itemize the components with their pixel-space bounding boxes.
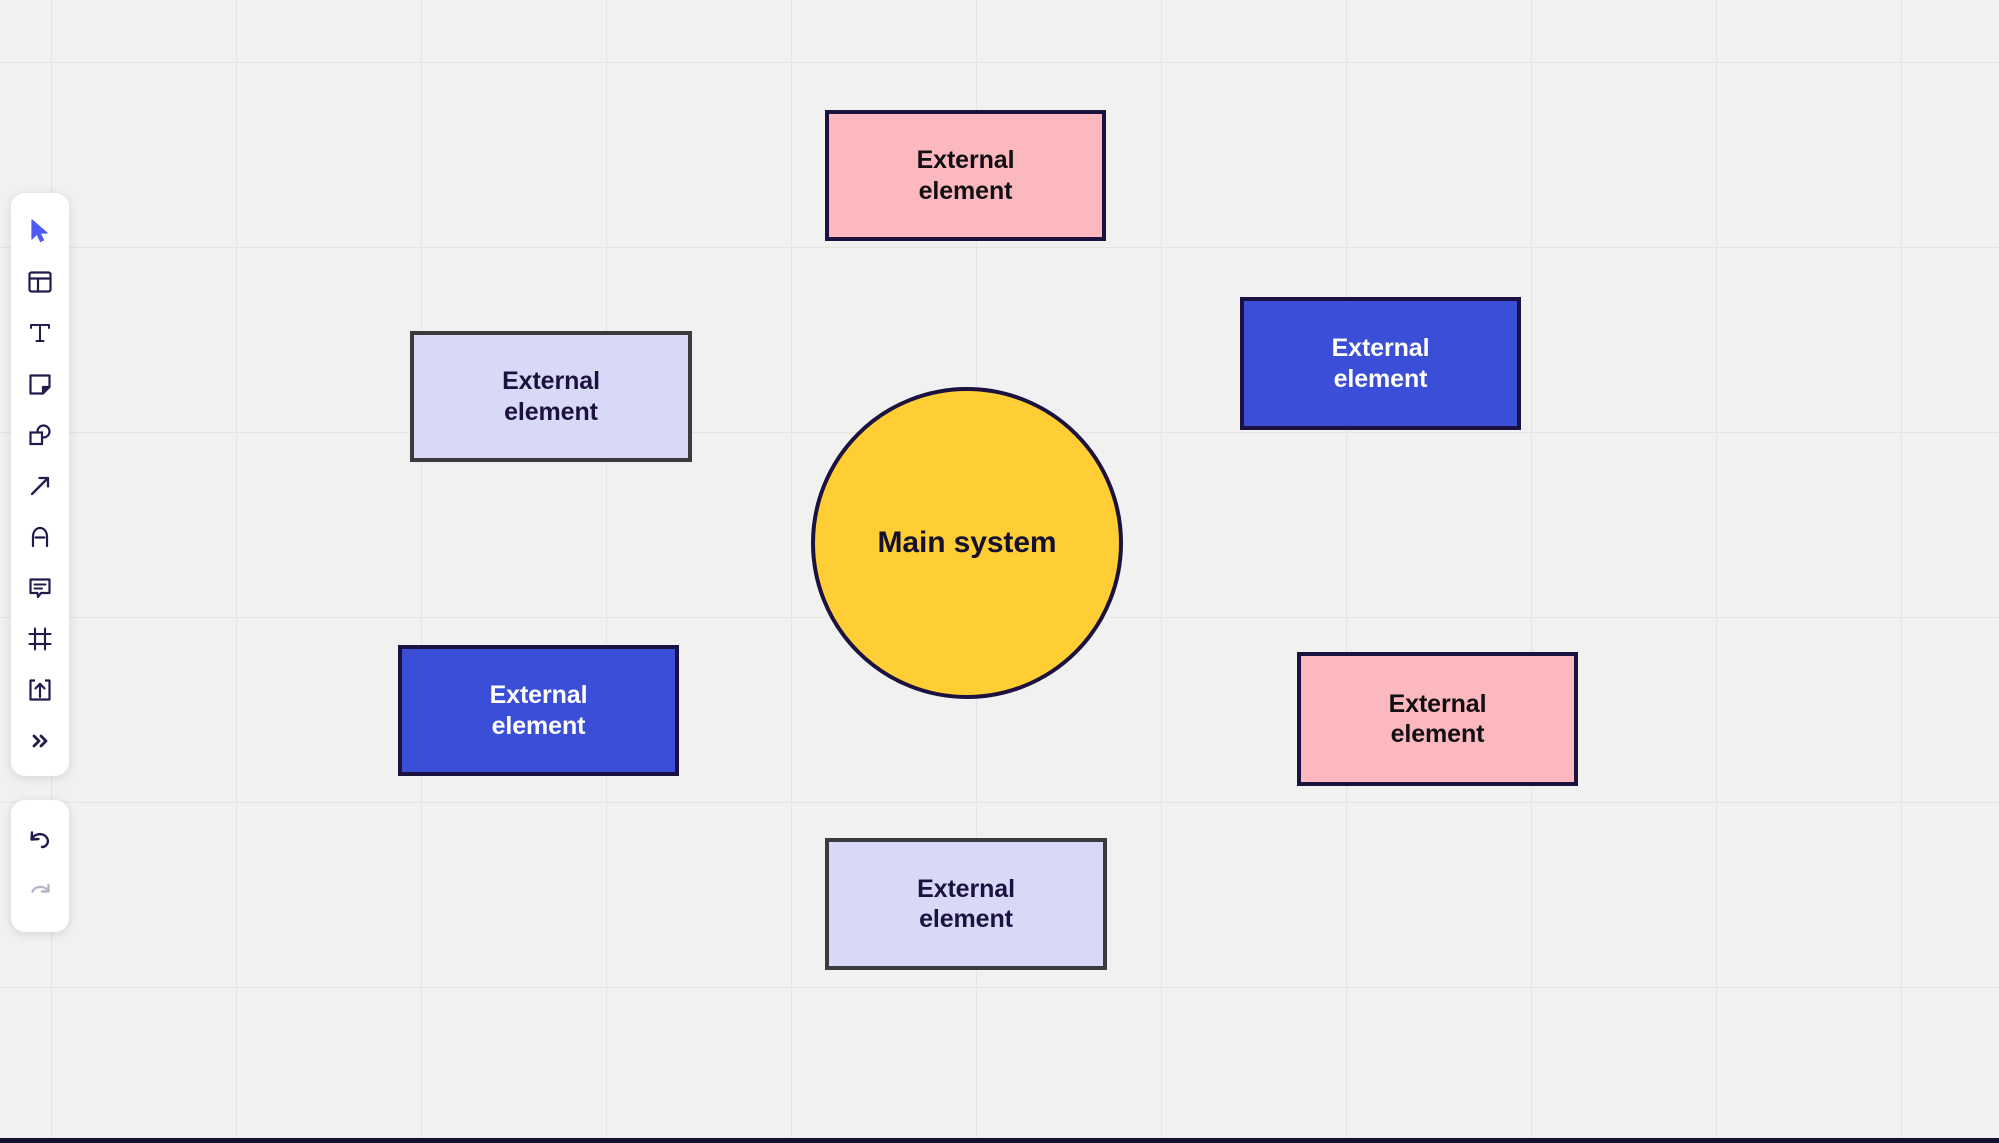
tool-shapes[interactable]: [11, 409, 69, 460]
frame-icon: [27, 626, 53, 652]
redo-button[interactable]: [11, 865, 69, 916]
arrow-icon: [27, 473, 53, 499]
tool-templates[interactable]: [11, 256, 69, 307]
diagram-node-left-bottom[interactable]: External element: [398, 645, 679, 776]
tool-text[interactable]: [11, 307, 69, 358]
template-icon: [27, 269, 53, 295]
shapes-icon: [27, 422, 53, 448]
tool-select[interactable]: [11, 205, 69, 256]
diagram-node-right-top[interactable]: External element: [1240, 297, 1521, 430]
node-label: External element: [916, 146, 1015, 205]
diagram-node-main-system[interactable]: Main system: [811, 387, 1123, 699]
cursor-icon: [29, 218, 51, 243]
bottom-border: [0, 1138, 1999, 1143]
node-label: External element: [502, 367, 600, 426]
tool-more[interactable]: [11, 715, 69, 766]
tool-frame[interactable]: [11, 613, 69, 664]
comment-icon: [27, 575, 53, 601]
pen-icon: [27, 524, 53, 550]
redo-icon: [27, 878, 53, 904]
tool-upload[interactable]: [11, 664, 69, 715]
main-toolbar: [11, 193, 69, 776]
chevron-right-double-icon: [27, 728, 53, 754]
diagram-node-left-top[interactable]: External element: [410, 331, 692, 462]
diagram-node-bottom[interactable]: External element: [825, 838, 1107, 970]
tool-comment[interactable]: [11, 562, 69, 613]
tool-sticky-note[interactable]: [11, 358, 69, 409]
diagram-node-top[interactable]: External element: [825, 110, 1106, 241]
upload-icon: [27, 677, 53, 703]
history-toolbar: [11, 800, 69, 932]
tool-pen[interactable]: [11, 511, 69, 562]
node-label: External element: [1331, 334, 1430, 393]
sticky-note-icon: [27, 371, 53, 397]
text-icon: [27, 320, 53, 346]
diagram-node-right-bottom[interactable]: External element: [1297, 652, 1578, 786]
undo-button[interactable]: [11, 814, 69, 865]
node-label: External element: [1388, 689, 1487, 749]
node-label: External element: [489, 681, 588, 740]
undo-icon: [27, 827, 53, 853]
main-system-label: Main system: [877, 525, 1057, 559]
node-label: External element: [917, 874, 1015, 934]
tool-arrow[interactable]: [11, 460, 69, 511]
